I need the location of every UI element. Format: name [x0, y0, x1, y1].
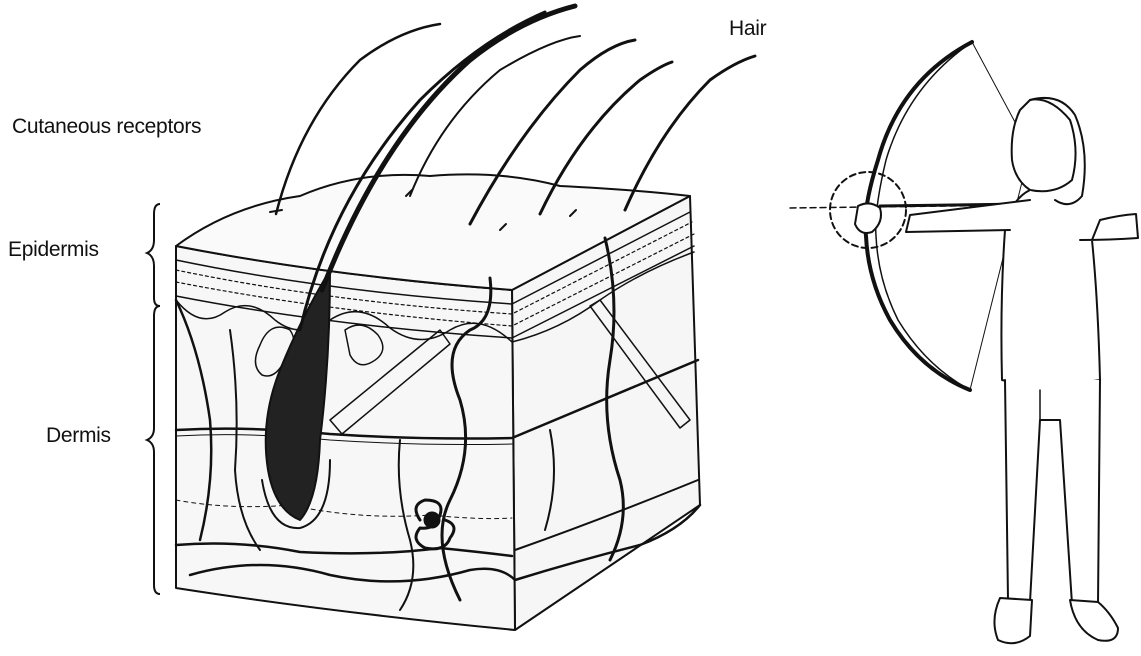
- archer-shoe-right: [1070, 600, 1118, 641]
- archer-head: [1012, 99, 1076, 191]
- archer-legs: [1005, 380, 1100, 604]
- archer-torso: [1001, 190, 1138, 385]
- archer-shoe-left: [994, 598, 1032, 643]
